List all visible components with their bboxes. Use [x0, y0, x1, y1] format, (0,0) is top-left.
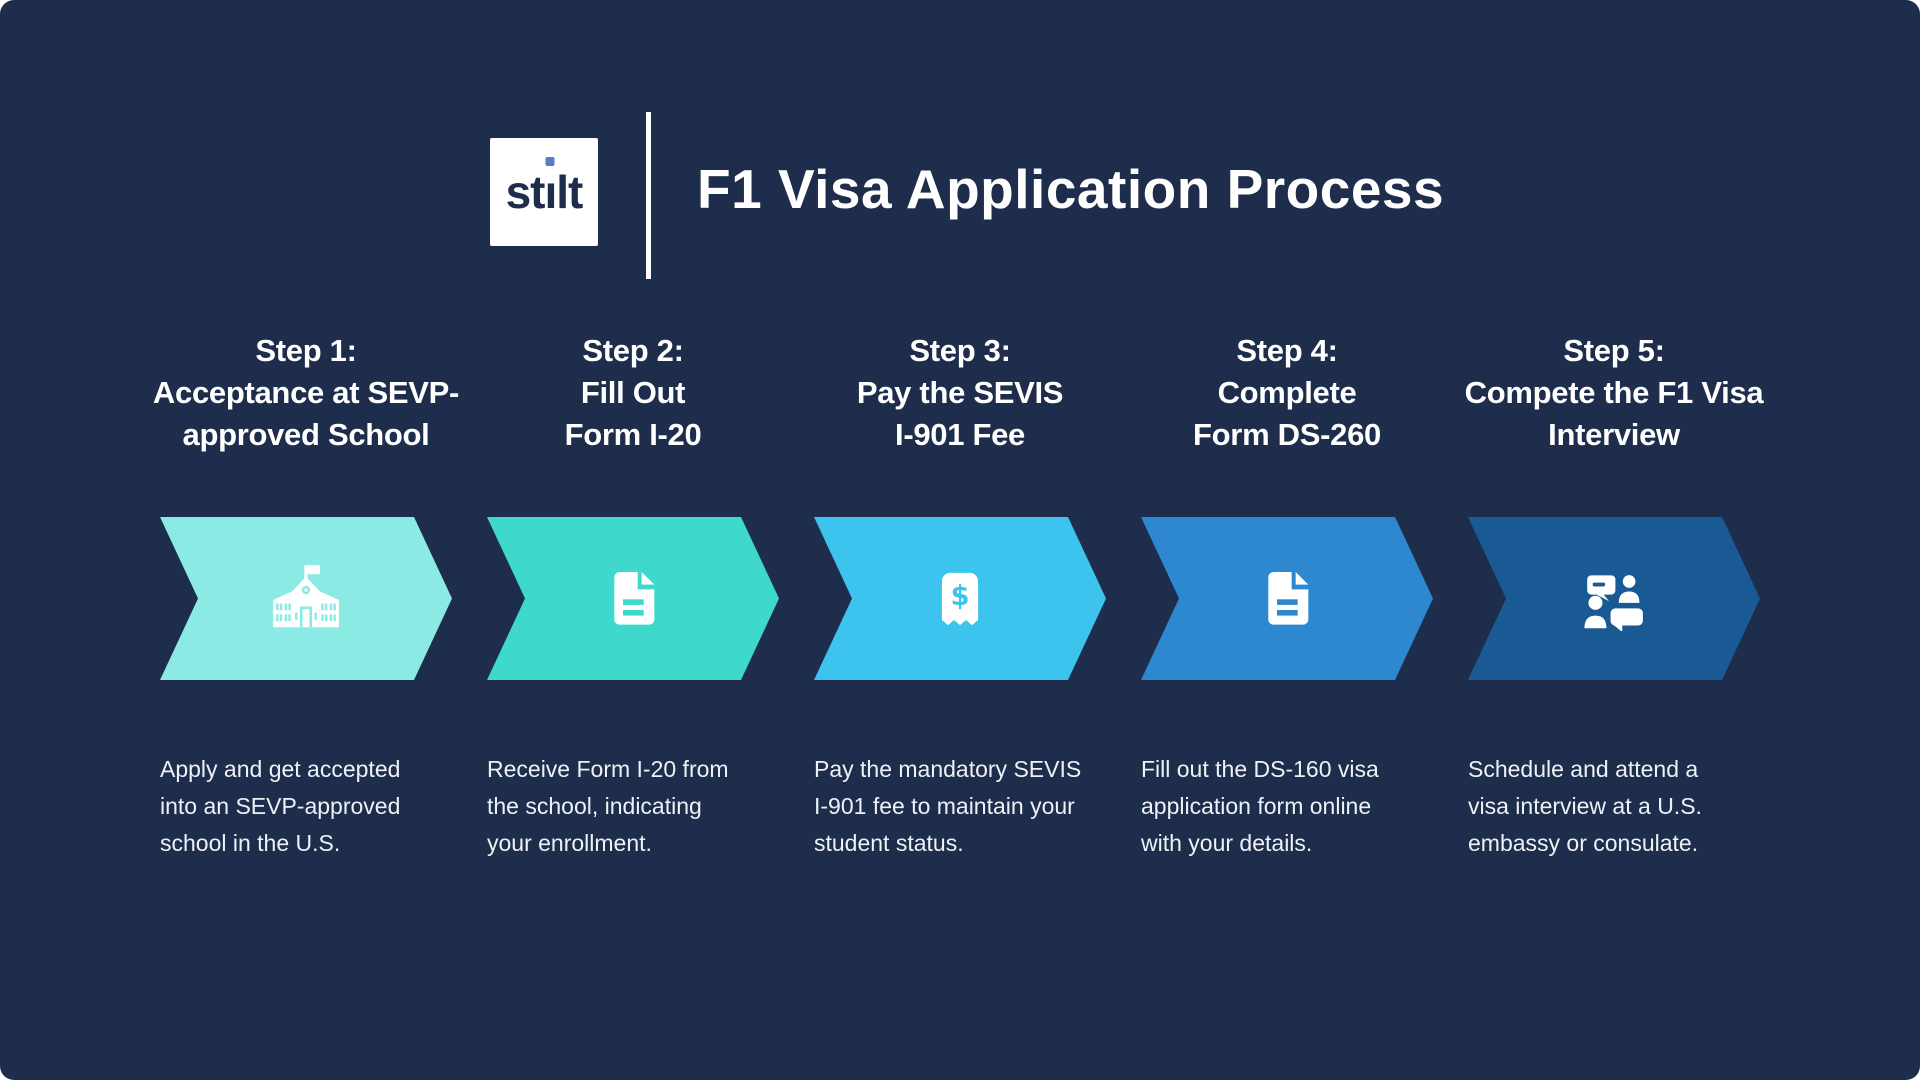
step-title-line: Interview	[1548, 417, 1680, 452]
step-title-line: Acceptance at SEVP-	[152, 375, 460, 410]
step-column-3: Step 3: Pay the SEVIS I-901 Fee $ Pay th…	[814, 0, 1106, 1080]
step-header: Step 5: Compete the F1 Visa Interview	[1424, 330, 1804, 456]
step-title-line: I-901 Fee	[895, 417, 1025, 452]
description-line: Receive Form I-20 from	[487, 756, 729, 782]
description-line: application form online	[1141, 793, 1372, 819]
step-description: Apply and get accepted into an SEVP-appr…	[160, 751, 490, 862]
description-line: I-901 fee to maintain your	[814, 793, 1075, 819]
description-line: your enrollment.	[487, 830, 652, 856]
step-label: Step 4:	[1236, 333, 1338, 368]
step-title-line: Fill Out	[580, 375, 686, 410]
description-line: visa interview at a U.S.	[1468, 793, 1702, 819]
step-arrow	[160, 517, 452, 680]
step-column-5: Step 5: Compete the F1 Visa Interview Sc…	[1465, 0, 1764, 1080]
logo-text-i: ı	[544, 166, 558, 218]
description-line: student status.	[814, 830, 964, 856]
step-description: Pay the mandatory SEVIS I-901 fee to mai…	[814, 751, 1144, 862]
step-arrow: $	[814, 517, 1106, 680]
step-label: Step 1:	[255, 333, 357, 368]
step-column-4: Step 4: Complete Form DS-260 Fill out th…	[1141, 0, 1433, 1080]
logo-i-dot: ı	[544, 166, 558, 218]
logo-text-pre: st	[505, 166, 546, 218]
description-line: school in the U.S.	[160, 830, 341, 856]
title-separator-line	[646, 112, 651, 279]
document-icon	[614, 572, 655, 625]
step-header: Step 2: Fill Out Form I-20	[443, 330, 823, 456]
description-line: Apply and get accepted	[160, 756, 401, 782]
step-title-line: Pay the SEVIS	[856, 375, 1064, 410]
svg-text:$: $	[951, 581, 970, 612]
description-line: into an SEVP-approved	[160, 793, 401, 819]
receipt-icon: $	[941, 572, 979, 626]
description-line: embassy or consulate.	[1468, 830, 1699, 856]
step-arrow	[1141, 517, 1433, 680]
step-title-line: Complete	[1217, 375, 1357, 410]
logo-text-post: lt	[556, 166, 583, 218]
step-title-line: Compete the F1 Visa	[1464, 375, 1764, 410]
step-header: Step 3: Pay the SEVIS I-901 Fee	[770, 330, 1150, 456]
description-line: the school, indicating	[487, 793, 702, 819]
step-column-2: Step 2: Fill Out Form I-20 Receive Form …	[487, 0, 779, 1080]
description-line: Schedule and attend a	[1468, 756, 1699, 782]
description-line: Pay the mandatory SEVIS	[814, 756, 1082, 782]
logo-text: stılt	[505, 166, 584, 218]
step-label: Step 2:	[582, 333, 684, 368]
step-title-line: Form I-20	[564, 417, 702, 452]
step-arrow	[1468, 517, 1760, 680]
document-icon	[1268, 572, 1309, 625]
step-description: Receive Form I-20 from the school, indic…	[487, 751, 817, 862]
step-column-1: Step 1: Acceptance at SEVP- approved Sch…	[153, 0, 459, 1080]
step-label: Step 3:	[909, 333, 1011, 368]
step-label: Step 5:	[1563, 333, 1665, 368]
interview-icon	[1584, 575, 1643, 631]
step-description: Schedule and attend a visa interview at …	[1468, 751, 1798, 862]
stilt-logo: stılt	[490, 138, 598, 246]
step-title-line: approved School	[182, 417, 430, 452]
step-header: Step 4: Complete Form DS-260	[1097, 330, 1477, 456]
description-line: Fill out the DS-160 visa	[1141, 756, 1379, 782]
step-title-line: Form DS-260	[1193, 417, 1381, 452]
page-title: F1 Visa Application Process	[697, 158, 1445, 220]
step-arrow	[487, 517, 779, 680]
step-header: Step 1: Acceptance at SEVP- approved Sch…	[116, 330, 496, 456]
step-description: Fill out the DS-160 visa application for…	[1141, 751, 1471, 862]
school-icon	[273, 565, 339, 628]
description-line: with your details.	[1141, 830, 1313, 856]
